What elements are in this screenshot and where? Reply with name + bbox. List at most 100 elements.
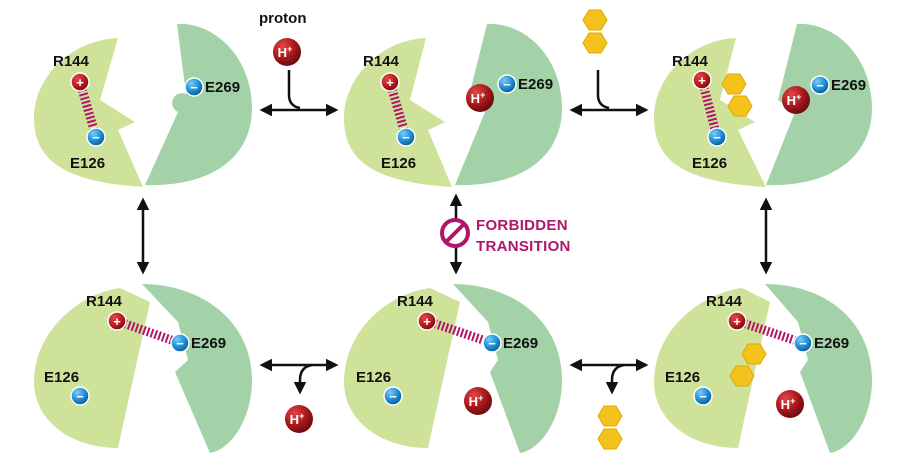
e126-label: E126 — [44, 369, 79, 386]
panel-top-middle: + R144 − E126 H+ − E269 — [344, 23, 562, 187]
e126-label: E126 — [356, 369, 391, 386]
sugar-binding-arrow — [596, 70, 610, 110]
e269-negative-icon: − — [793, 333, 813, 353]
forbidden-transition-line2: TRANSITION — [476, 238, 571, 255]
proton-label: proton — [259, 10, 306, 27]
e269-label: E269 — [814, 335, 849, 352]
bound-proton-icon: H+ — [464, 387, 492, 415]
proton-release-arrow — [293, 363, 313, 395]
left-domain — [654, 288, 770, 448]
r144-positive-icon: + — [107, 311, 127, 331]
svg-text:+: + — [386, 75, 394, 90]
svg-text:+: + — [76, 75, 84, 90]
e269-label: E269 — [191, 335, 226, 352]
e126-label: E126 — [381, 155, 416, 172]
r144-positive-icon: + — [70, 72, 90, 92]
proton-icon: H+ — [273, 38, 301, 66]
e269-label: E269 — [518, 76, 553, 93]
right-domain — [145, 23, 252, 186]
bound-sugar-icon — [721, 73, 753, 117]
forbidden-transition-line1: FORBIDDEN — [476, 217, 568, 234]
svg-text:−: − — [699, 389, 707, 404]
left-domain — [34, 288, 150, 448]
e269-label: E269 — [503, 335, 538, 352]
r144-label: R144 — [363, 53, 400, 70]
bound-sugar-icon — [729, 343, 767, 387]
left-domain — [344, 38, 452, 187]
svg-text:−: − — [190, 80, 198, 95]
bound-proton-icon: H+ — [776, 390, 804, 418]
panel-bottom-middle: + R144 − E269 E126 − H+ — [344, 284, 562, 453]
panel-bottom-left: + R144 − E269 E126 − — [34, 284, 252, 453]
e269-negative-icon: − — [810, 75, 830, 95]
svg-text:−: − — [503, 77, 511, 92]
salt-bridge — [735, 316, 805, 348]
right-domain — [455, 23, 562, 186]
e126-negative-icon: − — [693, 386, 713, 406]
salt-bridge — [425, 316, 494, 348]
right-domain — [766, 23, 872, 186]
svg-text:H+: H+ — [290, 411, 305, 427]
right-domain — [765, 284, 872, 453]
svg-text:−: − — [816, 78, 824, 93]
left-domain — [344, 288, 460, 448]
svg-text:H+: H+ — [471, 90, 486, 106]
r144-label: R144 — [672, 53, 709, 70]
svg-text:−: − — [799, 336, 807, 351]
panel-top-left: + R144 − E126 − E269 — [34, 23, 252, 187]
e126-label: E126 — [70, 155, 105, 172]
svg-text:+: + — [733, 314, 741, 329]
svg-text:H+: H+ — [469, 393, 484, 409]
e126-negative-icon: − — [70, 386, 90, 406]
e269-negative-icon: − — [497, 74, 517, 94]
svg-text:H+: H+ — [787, 92, 802, 108]
e269-label: E269 — [205, 79, 240, 96]
e126-negative-icon: − — [383, 386, 403, 406]
sugar-release-arrow — [605, 363, 625, 395]
sugar-icon — [582, 9, 608, 54]
e126-negative-icon: − — [396, 127, 416, 147]
svg-text:H+: H+ — [781, 396, 796, 412]
r144-positive-icon: + — [692, 70, 712, 90]
svg-text:−: − — [76, 389, 84, 404]
r144-positive-icon: + — [417, 311, 437, 331]
e126-label: E126 — [692, 155, 727, 172]
proton-binding-arrow — [287, 70, 301, 110]
salt-bridge — [697, 78, 722, 139]
e269-label: E269 — [831, 77, 866, 94]
r144-positive-icon: + — [727, 311, 747, 331]
svg-text:+: + — [698, 73, 706, 88]
bound-proton-icon: H+ — [466, 84, 494, 112]
e269-negative-icon: − — [170, 333, 190, 353]
e126-negative-icon: − — [86, 127, 106, 147]
svg-text:−: − — [389, 389, 397, 404]
salt-bridge — [115, 316, 182, 348]
svg-text:H+: H+ — [278, 44, 293, 60]
svg-text:−: − — [402, 130, 410, 145]
r144-label: R144 — [86, 293, 123, 310]
e126-negative-icon: − — [707, 127, 727, 147]
r144-label: R144 — [706, 293, 743, 310]
e269-negative-icon: − — [184, 77, 204, 97]
r144-positive-icon: + — [380, 72, 400, 92]
released-proton-icon: H+ — [285, 405, 313, 433]
r144-label: R144 — [397, 293, 434, 310]
svg-text:−: − — [713, 130, 721, 145]
e126-label: E126 — [665, 369, 700, 386]
svg-text:−: − — [92, 130, 100, 145]
right-domain — [453, 284, 562, 453]
left-domain — [34, 38, 143, 187]
prohibited-icon — [440, 218, 470, 248]
r144-label: R144 — [53, 53, 90, 70]
svg-text:+: + — [423, 314, 431, 329]
e269-negative-icon: − — [482, 333, 502, 353]
svg-text:−: − — [176, 336, 184, 351]
svg-text:−: − — [488, 336, 496, 351]
released-sugar-icon — [597, 405, 623, 450]
panel-bottom-right: + R144 − E269 E126 − H+ — [654, 284, 872, 453]
right-domain — [142, 284, 252, 453]
svg-text:+: + — [113, 314, 121, 329]
bound-proton-icon: H+ — [782, 86, 810, 114]
